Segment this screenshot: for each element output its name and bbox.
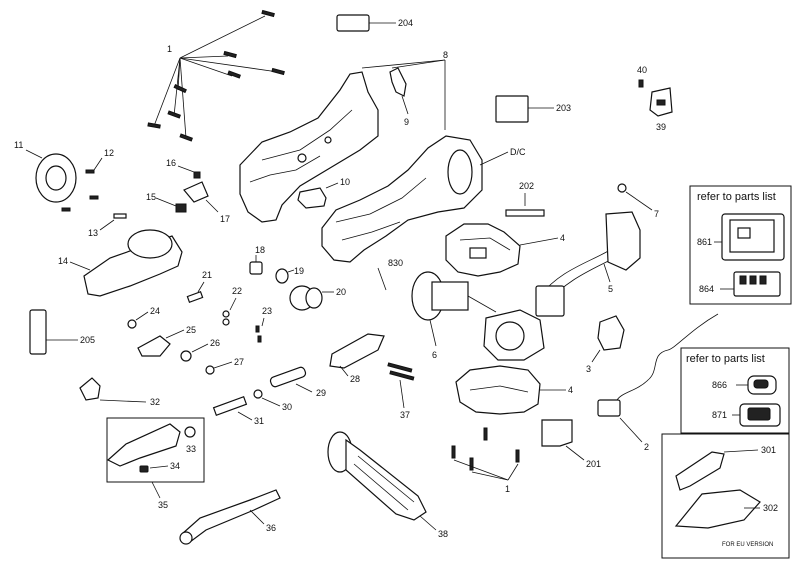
callout-29: 29 xyxy=(316,388,326,398)
side-handle-38: 38 xyxy=(327,431,448,539)
callout-23: 23 xyxy=(262,306,272,316)
switch-slide-28-37: 28 37 xyxy=(329,333,415,420)
label-plate-204: 204 xyxy=(336,14,413,32)
label-plate-203: 203 xyxy=(495,95,571,123)
callout-830: 830 xyxy=(388,258,403,268)
lever-15-16-17: 16 15 17 xyxy=(146,158,230,224)
callout-32: 32 xyxy=(150,397,160,407)
callout-203: 203 xyxy=(556,103,571,113)
cable-2: 2 xyxy=(597,313,719,452)
callout-302: 302 xyxy=(763,503,778,513)
wrench-36: 36 xyxy=(179,489,281,545)
gear-case-4-upper: 4 xyxy=(445,223,565,277)
callout-21: 21 xyxy=(202,270,212,280)
housing-half-8: 8 xyxy=(239,50,448,223)
callout-8: 8 xyxy=(443,50,448,60)
callout-6: 6 xyxy=(432,350,437,360)
callout-30: 30 xyxy=(282,402,292,412)
gear-case-4-lower: 4 xyxy=(455,365,573,415)
bearings-18-19-20: 18 19 20 xyxy=(249,245,346,311)
eu-version-box: 301 302 FOR EU VERSION xyxy=(661,433,790,559)
callout-19: 19 xyxy=(294,266,304,276)
callout-40: 40 xyxy=(637,65,647,75)
callout-204: 204 xyxy=(398,18,413,28)
spring-21: 21 xyxy=(186,270,212,303)
label-plate-205: 205 xyxy=(29,309,95,355)
callout-3: 3 xyxy=(586,364,591,374)
screws-1-bottom: 1 xyxy=(451,427,520,494)
callout-38: 38 xyxy=(438,529,448,539)
callout-25: 25 xyxy=(186,325,196,335)
callout-866: 866 xyxy=(712,380,727,390)
callout-36: 36 xyxy=(266,523,276,533)
switch-3: 3 xyxy=(586,315,625,374)
label-plate-202: 202 xyxy=(505,181,545,217)
callout-27: 27 xyxy=(234,357,244,367)
callout-group-830: 830 xyxy=(377,258,403,291)
pin-13: 13 xyxy=(88,213,127,238)
callout-864: 864 xyxy=(699,284,714,294)
callout-861: 861 xyxy=(697,237,712,247)
callout-1b: 1 xyxy=(505,484,510,494)
callout-201: 201 xyxy=(586,459,601,469)
label-plate-201: 201 xyxy=(541,419,601,469)
refer-box-battery: refer to parts list 861 864 xyxy=(689,185,792,305)
wiring-harness-5: 5 xyxy=(535,211,641,317)
callout-20: 20 xyxy=(336,287,346,297)
callout-39: 39 xyxy=(656,122,666,132)
refer-box-2-title: refer to parts list xyxy=(686,353,765,365)
screws-12: 12 xyxy=(61,148,114,212)
refer-box-accessories: refer to parts list 866 871 xyxy=(680,347,790,434)
housing-half-dc: D/C xyxy=(321,135,526,263)
callout-13: 13 xyxy=(88,228,98,238)
callout-301: 301 xyxy=(761,445,776,455)
callout-14: 14 xyxy=(58,256,68,266)
callout-28: 28 xyxy=(350,374,360,384)
switch-10: 10 xyxy=(297,177,350,209)
callout-16: 16 xyxy=(166,158,176,168)
screw-7: 7 xyxy=(617,183,659,219)
callout-10: 10 xyxy=(340,177,350,187)
callout-871: 871 xyxy=(712,410,727,420)
callout-11: 11 xyxy=(14,140,23,150)
knob-32: 32 xyxy=(79,377,160,407)
small-parts-24-27: 24 25 26 27 xyxy=(127,306,244,375)
callout-dc: D/C xyxy=(510,147,526,157)
armature-6: 6 xyxy=(411,271,545,361)
callout-5: 5 xyxy=(608,284,613,294)
callout-205: 205 xyxy=(80,335,95,345)
screws-1-top: 1 xyxy=(147,9,285,142)
callout-34: 34 xyxy=(170,461,180,471)
callout-18: 18 xyxy=(255,245,265,255)
callout-17: 17 xyxy=(220,214,230,224)
callout-4a: 4 xyxy=(560,233,565,243)
callout-22: 22 xyxy=(232,286,242,296)
belt-clip-39: 40 39 xyxy=(637,65,673,132)
callout-9: 9 xyxy=(404,117,409,127)
callout-7: 7 xyxy=(654,209,659,219)
guard-14: 14 xyxy=(58,229,183,297)
callout-26: 26 xyxy=(210,338,220,348)
boxed-parts-33-35: 33 34 35 xyxy=(106,417,205,510)
washers-22-23: 22 23 xyxy=(222,286,272,343)
flange-11: 11 xyxy=(14,140,77,203)
callout-12: 12 xyxy=(104,148,114,158)
callout-35: 35 xyxy=(158,500,168,510)
callout-24: 24 xyxy=(150,306,160,316)
callout-31: 31 xyxy=(254,416,264,426)
callout-37: 37 xyxy=(400,410,410,420)
eu-version-note: FOR EU VERSION xyxy=(722,542,773,548)
clip-9: 9 xyxy=(389,67,409,127)
callout-202: 202 xyxy=(519,181,534,191)
callout-1a: 1 xyxy=(167,44,172,54)
callout-4b: 4 xyxy=(568,385,573,395)
refer-box-1-title: refer to parts list xyxy=(697,191,776,203)
callout-33: 33 xyxy=(186,444,196,454)
callout-2: 2 xyxy=(644,442,649,452)
callout-15: 15 xyxy=(146,192,156,202)
shaft-29-30-31: 29 30 31 xyxy=(212,366,326,426)
